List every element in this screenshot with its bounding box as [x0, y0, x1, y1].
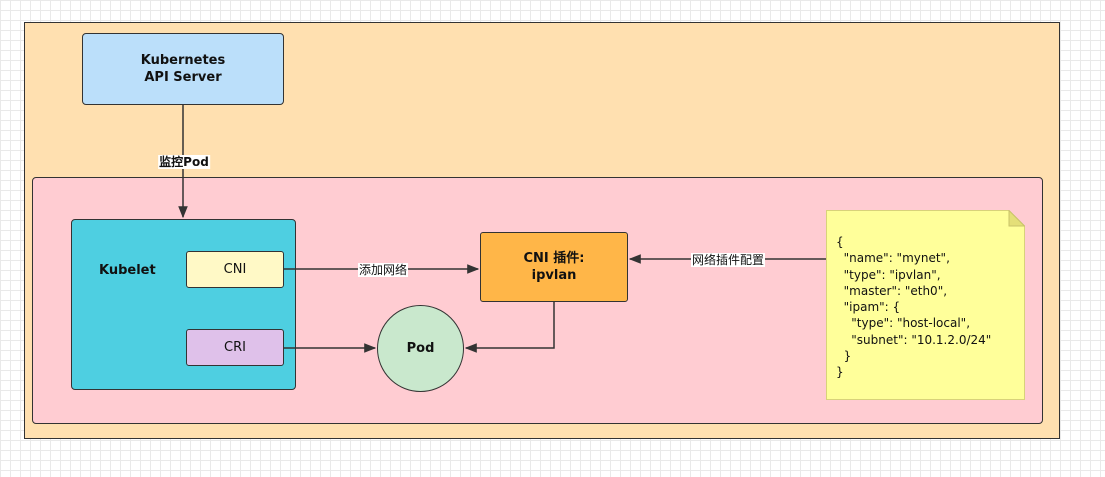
- cni-plugin-label-line1: CNI 插件:: [523, 251, 585, 266]
- config-note-text: { "name": "mynet", "type": "ipvlan", "ma…: [836, 235, 992, 380]
- node-config-note[interactable]: { "name": "mynet", "type": "ipvlan", "ma…: [826, 209, 1026, 400]
- api-server-label-line1: Kubernetes: [140, 53, 226, 68]
- node-cni-plugin[interactable]: CNI 插件: ipvlan: [480, 232, 628, 302]
- cni-label: CNI: [223, 262, 247, 277]
- pod-label: Pod: [406, 341, 435, 356]
- cri-label: CRI: [224, 340, 246, 355]
- api-server-label-line2: API Server: [144, 70, 222, 85]
- node-cni[interactable]: CNI: [186, 251, 284, 288]
- node-api-server[interactable]: Kubernetes API Server: [82, 33, 284, 105]
- node-cri[interactable]: CRI: [186, 329, 284, 366]
- note-shape: [826, 209, 1026, 400]
- edge-label-plugin-config: 网络插件配置: [690, 253, 766, 267]
- kubelet-label: Kubelet: [99, 263, 156, 278]
- edge-plugin-to-pod: [464, 302, 555, 353]
- edge-label-add-network: 添加网络: [357, 263, 409, 277]
- cni-plugin-label-line2: ipvlan: [531, 268, 577, 283]
- edge-label-watch-pod: 监控Pod: [158, 155, 210, 169]
- node-pod[interactable]: Pod: [377, 305, 464, 392]
